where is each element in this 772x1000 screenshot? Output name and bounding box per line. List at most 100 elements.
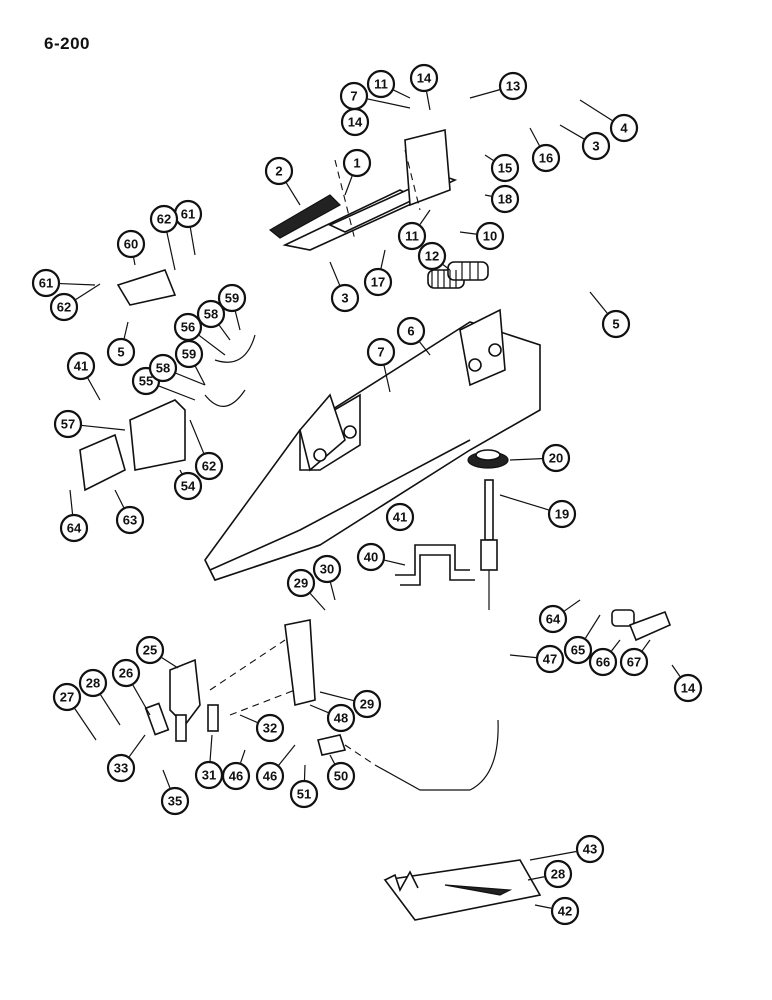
callout-leader — [329, 261, 341, 286]
callout-5: 5 — [589, 291, 631, 339]
callout-number: 26 — [119, 666, 133, 681]
callout-leader — [329, 582, 336, 601]
callout-5: 5 — [106, 321, 136, 367]
callout-leader — [240, 749, 246, 763]
callout-leader — [303, 764, 306, 781]
callout-number: 64 — [546, 612, 561, 627]
callout-number: 60 — [124, 237, 138, 252]
callout-leader — [383, 365, 391, 393]
callout-25: 25 — [135, 635, 179, 669]
spring — [427, 261, 489, 289]
callout-leader — [425, 91, 431, 111]
callout-circle — [575, 834, 605, 864]
callout-number: 63 — [123, 513, 137, 528]
callout-50: 50 — [326, 754, 356, 791]
callout-leader — [611, 639, 621, 652]
callout-number: 50 — [334, 769, 348, 784]
callout-circle — [330, 283, 360, 313]
callout-40: 40 — [356, 542, 406, 572]
callout-leader — [87, 377, 101, 401]
callout-leader — [278, 744, 296, 766]
callout-number: 2 — [275, 164, 282, 179]
mounting-plate — [204, 308, 541, 581]
callout-circle — [116, 229, 146, 259]
cable-clamp — [611, 609, 672, 642]
callout-leader — [459, 231, 477, 235]
callout-60: 60 — [116, 229, 146, 266]
callout-circle — [588, 647, 618, 677]
callout-circle — [255, 761, 285, 791]
callout-leader — [161, 657, 179, 669]
callout-number: 48 — [334, 711, 348, 726]
callout-35: 35 — [160, 769, 190, 816]
callout-number: 27 — [60, 690, 74, 705]
callout-number: 7 — [377, 345, 384, 360]
callout-leader — [100, 694, 121, 726]
callout-number: 42 — [558, 904, 572, 919]
pedal-arm — [268, 128, 458, 251]
callout-circle — [366, 337, 396, 367]
callout-number: 41 — [74, 359, 88, 374]
callout-10: 10 — [459, 221, 505, 251]
callout-58: 58 — [196, 299, 231, 341]
callout-number: 3 — [341, 291, 348, 306]
callout-leader — [234, 311, 241, 331]
callout-circle — [543, 859, 573, 889]
callout-63: 63 — [114, 489, 145, 535]
callout-number: 33 — [114, 761, 128, 776]
callout-number: 5 — [612, 317, 619, 332]
callout-42: 42 — [534, 896, 580, 926]
callout-leader — [393, 89, 411, 99]
callout-circle — [217, 283, 247, 313]
callout-leader — [175, 372, 206, 386]
callout-circle — [111, 658, 141, 688]
callout-58: 58 — [148, 353, 206, 386]
callout-number: 46 — [263, 769, 277, 784]
callout-leader — [133, 257, 136, 266]
callout-number: 3 — [592, 139, 599, 154]
callout-leader — [239, 714, 258, 723]
callout-leader — [367, 98, 411, 109]
callout-leader — [344, 175, 353, 196]
callout-13: 13 — [469, 71, 528, 101]
callout-circle — [396, 316, 426, 346]
callout-circle — [221, 761, 251, 791]
switch-brackets — [79, 269, 256, 492]
callout-leader — [123, 321, 129, 339]
callout-circle — [31, 268, 61, 298]
callout-leader — [509, 458, 543, 461]
callout-leader — [442, 264, 451, 271]
callout-leader — [529, 127, 540, 146]
callout-leader — [81, 424, 126, 431]
callout-leader — [584, 614, 601, 639]
callout-circle — [49, 292, 79, 322]
callout-circle — [326, 761, 356, 791]
callout-leader — [59, 282, 96, 286]
callout-leader — [218, 324, 231, 341]
callout-65: 65 — [563, 614, 601, 665]
callout-number: 14 — [681, 681, 696, 696]
callout-14: 14 — [671, 664, 703, 703]
callout-11: 11 — [366, 69, 411, 99]
callout-number: 18 — [498, 192, 512, 207]
callout-61: 61 — [31, 268, 96, 298]
callout-leader — [527, 876, 545, 881]
callout-number: 7 — [350, 89, 357, 104]
callout-circle — [196, 299, 226, 329]
callout-circle — [106, 753, 136, 783]
callout-59: 59 — [174, 339, 206, 386]
callout-number: 65 — [571, 643, 585, 658]
callout-19: 19 — [499, 494, 577, 529]
callout-14: 14 — [409, 63, 439, 111]
callout-number: 47 — [543, 652, 557, 667]
callout-circle — [550, 896, 580, 926]
callout-number: 30 — [320, 562, 334, 577]
callout-41: 41 — [66, 351, 101, 401]
callout-circle — [363, 267, 393, 297]
callout-number: 11 — [374, 77, 388, 92]
callout-number: 59 — [225, 291, 239, 306]
callout-number: 17 — [371, 275, 385, 290]
callout-leader — [285, 182, 301, 206]
callout-circle — [475, 221, 505, 251]
